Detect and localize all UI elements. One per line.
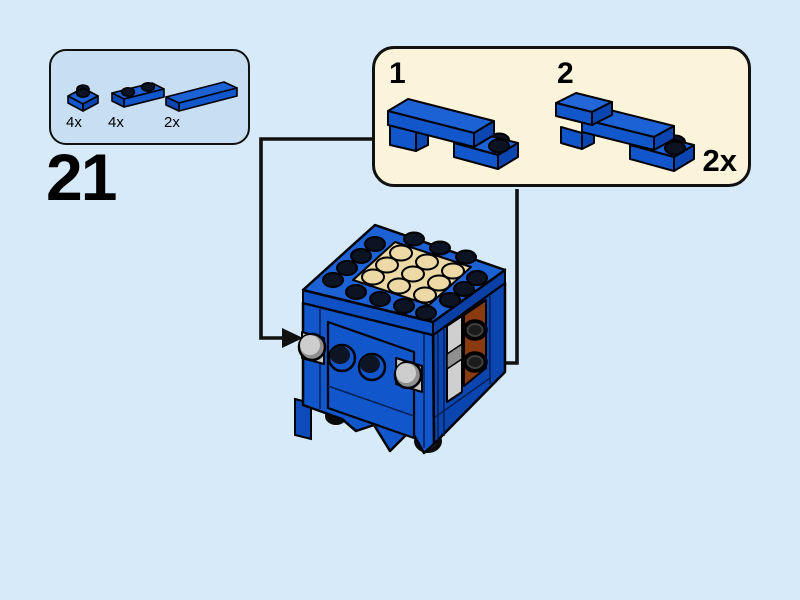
step-number: 21 xyxy=(46,140,117,214)
model-brown-stud-icons xyxy=(462,319,488,373)
model-tan-stud-icons xyxy=(361,244,465,304)
part-plate-1x2: 4x xyxy=(106,73,166,131)
arrow-left-icon xyxy=(282,328,303,348)
part-plate-1x2-icon xyxy=(111,82,165,108)
model-top-face xyxy=(301,223,507,324)
part-plate-1x1-icon xyxy=(67,84,99,112)
subassembly-step-2-label: 2 xyxy=(557,57,574,90)
part-tile-1x4: 2x xyxy=(162,69,242,131)
subassembly-2-image xyxy=(555,92,695,172)
part-count-label: 2x xyxy=(164,114,180,131)
model-right-face xyxy=(431,281,507,446)
model-front-face xyxy=(297,301,436,455)
model-image xyxy=(294,223,507,455)
part-tile-1x4-icon xyxy=(165,81,238,112)
part-count-label: 4x xyxy=(108,114,124,131)
part-plate-1x1: 4x xyxy=(64,79,104,131)
model-side-stud-icons xyxy=(297,332,423,390)
parts-panel: 4x 4x 2x xyxy=(49,49,250,145)
subassembly-count-label: 2x xyxy=(702,143,737,178)
subassembly-panel: 1 2 2x xyxy=(372,46,751,187)
subassembly-step-1-label: 1 xyxy=(389,57,406,90)
model-blue-stud-icons xyxy=(322,231,488,321)
part-count-label: 4x xyxy=(66,114,82,131)
connector-line-left xyxy=(259,137,372,340)
subassembly-1-image xyxy=(387,98,519,170)
